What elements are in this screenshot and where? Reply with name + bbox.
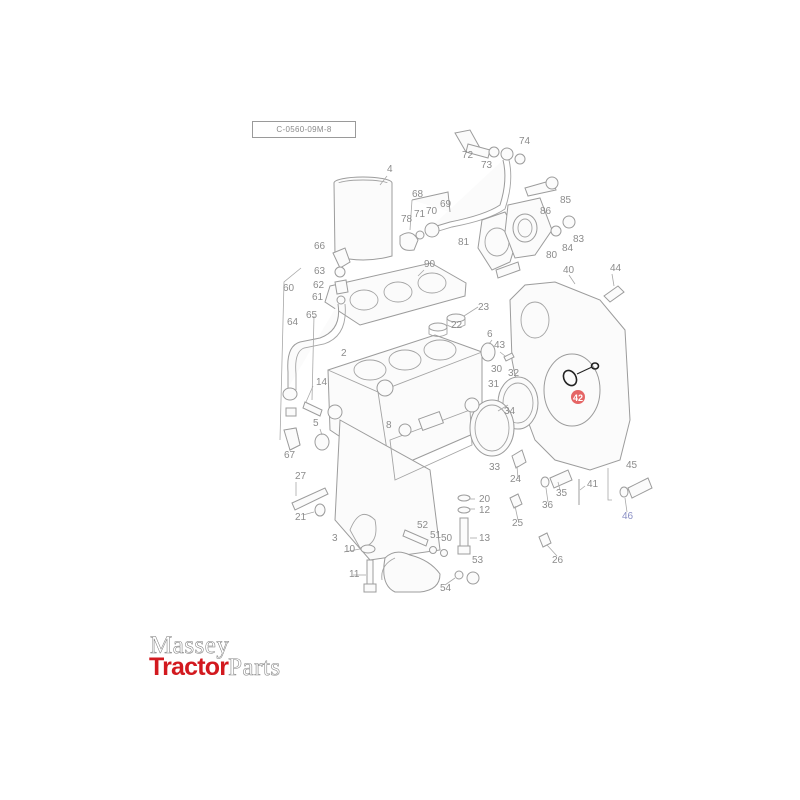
part-label-44[interactable]: 44 bbox=[610, 263, 622, 274]
head-gasket-part[interactable] bbox=[324, 262, 467, 326]
part-label-34[interactable]: 34 bbox=[504, 406, 516, 417]
part-label-11[interactable]: 11 bbox=[349, 569, 360, 580]
part-label-8[interactable]: 8 bbox=[386, 420, 392, 431]
part-label-84[interactable]: 84 bbox=[562, 243, 574, 254]
part-label-26[interactable]: 26 bbox=[552, 555, 564, 566]
oil-pipe-assembly[interactable] bbox=[399, 129, 526, 251]
part-label-80[interactable]: 80 bbox=[546, 250, 558, 261]
bolt-44-part[interactable] bbox=[603, 273, 625, 303]
part-label-40[interactable]: 40 bbox=[563, 265, 575, 276]
cylinder-liner-part[interactable] bbox=[333, 175, 393, 261]
part-label-86[interactable]: 86 bbox=[540, 206, 552, 217]
part-label-60[interactable]: 60 bbox=[283, 283, 295, 294]
part-label-41[interactable]: 41 bbox=[587, 479, 599, 490]
water-pump-flange-part[interactable] bbox=[477, 176, 576, 279]
part-label-70[interactable]: 70 bbox=[426, 206, 438, 217]
part-labels: 72 73 74 4 68 78 71 70 69 85 86 81 83 84… bbox=[283, 136, 638, 594]
part-label-13[interactable]: 13 bbox=[479, 533, 491, 544]
o-ring-42-part[interactable] bbox=[561, 362, 600, 404]
cylinder-block-part[interactable] bbox=[327, 334, 483, 561]
brand-logo-massey: Massey bbox=[150, 632, 230, 659]
part-label-27[interactable]: 27 bbox=[295, 471, 307, 482]
part-label-6[interactable]: 6 bbox=[487, 329, 493, 340]
part-label-42[interactable]: 42 bbox=[573, 393, 583, 403]
part-label-14[interactable]: 14 bbox=[316, 377, 328, 388]
part-label-3[interactable]: 3 bbox=[332, 533, 338, 544]
part-label-54[interactable]: 54 bbox=[440, 583, 452, 594]
part-label-4[interactable]: 4 bbox=[387, 164, 393, 175]
bolts-lower-right-part[interactable] bbox=[509, 449, 653, 548]
part-label-30[interactable]: 30 bbox=[491, 364, 503, 375]
part-label-71[interactable]: 71 bbox=[414, 209, 426, 220]
part-label-85[interactable]: 85 bbox=[560, 195, 572, 206]
seal-rings-part[interactable] bbox=[428, 313, 466, 337]
part-label-50[interactable]: 50 bbox=[441, 533, 453, 544]
part-label-12[interactable]: 12 bbox=[479, 505, 491, 516]
part-label-65[interactable]: 65 bbox=[306, 310, 318, 321]
part-label-63[interactable]: 63 bbox=[314, 266, 326, 277]
part-label-53[interactable]: 53 bbox=[472, 555, 484, 566]
part-label-52[interactable]: 52 bbox=[417, 520, 429, 531]
brand-logo: Massey TractorParts bbox=[149, 632, 309, 684]
part-label-90[interactable]: 90 bbox=[424, 259, 436, 270]
oil-pump-cover-part[interactable] bbox=[360, 529, 480, 593]
part-label-21[interactable]: 21 bbox=[295, 512, 307, 523]
brand-logo-tractor: Tractor bbox=[149, 653, 229, 681]
part-label-51[interactable]: 51 bbox=[430, 530, 442, 541]
part-label-69[interactable]: 69 bbox=[440, 199, 452, 210]
part-label-67[interactable]: 67 bbox=[284, 450, 296, 461]
part-label-68[interactable]: 68 bbox=[412, 189, 424, 200]
part-label-33[interactable]: 33 bbox=[489, 462, 501, 473]
part-label-64[interactable]: 64 bbox=[287, 317, 299, 328]
part-label-72[interactable]: 72 bbox=[462, 150, 474, 161]
part-label-31[interactable]: 31 bbox=[488, 379, 500, 390]
part-label-46[interactable]: 46 bbox=[622, 511, 634, 522]
front-seals-part[interactable] bbox=[464, 342, 539, 457]
leader-lines bbox=[295, 306, 628, 586]
part-label-20[interactable]: 20 bbox=[479, 494, 491, 505]
part-label-45[interactable]: 45 bbox=[626, 460, 638, 471]
oil-fitting-part[interactable] bbox=[457, 494, 471, 555]
part-label-73[interactable]: 73 bbox=[481, 160, 493, 171]
highlight-marker[interactable] bbox=[571, 390, 585, 404]
part-label-61[interactable]: 61 bbox=[312, 292, 324, 303]
brand-logo-parts: Parts bbox=[228, 654, 281, 681]
part-label-25[interactable]: 25 bbox=[512, 518, 524, 529]
brand-logo-line2: TractorParts bbox=[149, 654, 281, 684]
part-label-35[interactable]: 35 bbox=[556, 488, 568, 499]
part-label-66[interactable]: 66 bbox=[314, 241, 326, 252]
part-label-23[interactable]: 23 bbox=[478, 302, 490, 313]
part-label-62[interactable]: 62 bbox=[313, 280, 325, 291]
part-label-36[interactable]: 36 bbox=[542, 500, 554, 511]
part-label-74[interactable]: 74 bbox=[519, 136, 531, 147]
studs-left-part[interactable] bbox=[283, 401, 330, 517]
part-label-81[interactable]: 81 bbox=[458, 237, 470, 248]
part-label-2[interactable]: 2 bbox=[341, 348, 347, 359]
part-label-5[interactable]: 5 bbox=[313, 418, 319, 429]
part-label-22[interactable]: 22 bbox=[451, 320, 463, 331]
part-label-43[interactable]: 43 bbox=[494, 340, 506, 351]
part-label-10[interactable]: 10 bbox=[344, 544, 356, 555]
part-label-32[interactable]: 32 bbox=[508, 368, 520, 379]
part-label-24[interactable]: 24 bbox=[510, 474, 522, 485]
timing-cover-part[interactable] bbox=[509, 274, 631, 471]
part-label-78[interactable]: 78 bbox=[401, 214, 413, 225]
part-label-83[interactable]: 83 bbox=[573, 234, 585, 245]
drawing-reference-code: C-0560-09M-8 bbox=[252, 121, 356, 138]
